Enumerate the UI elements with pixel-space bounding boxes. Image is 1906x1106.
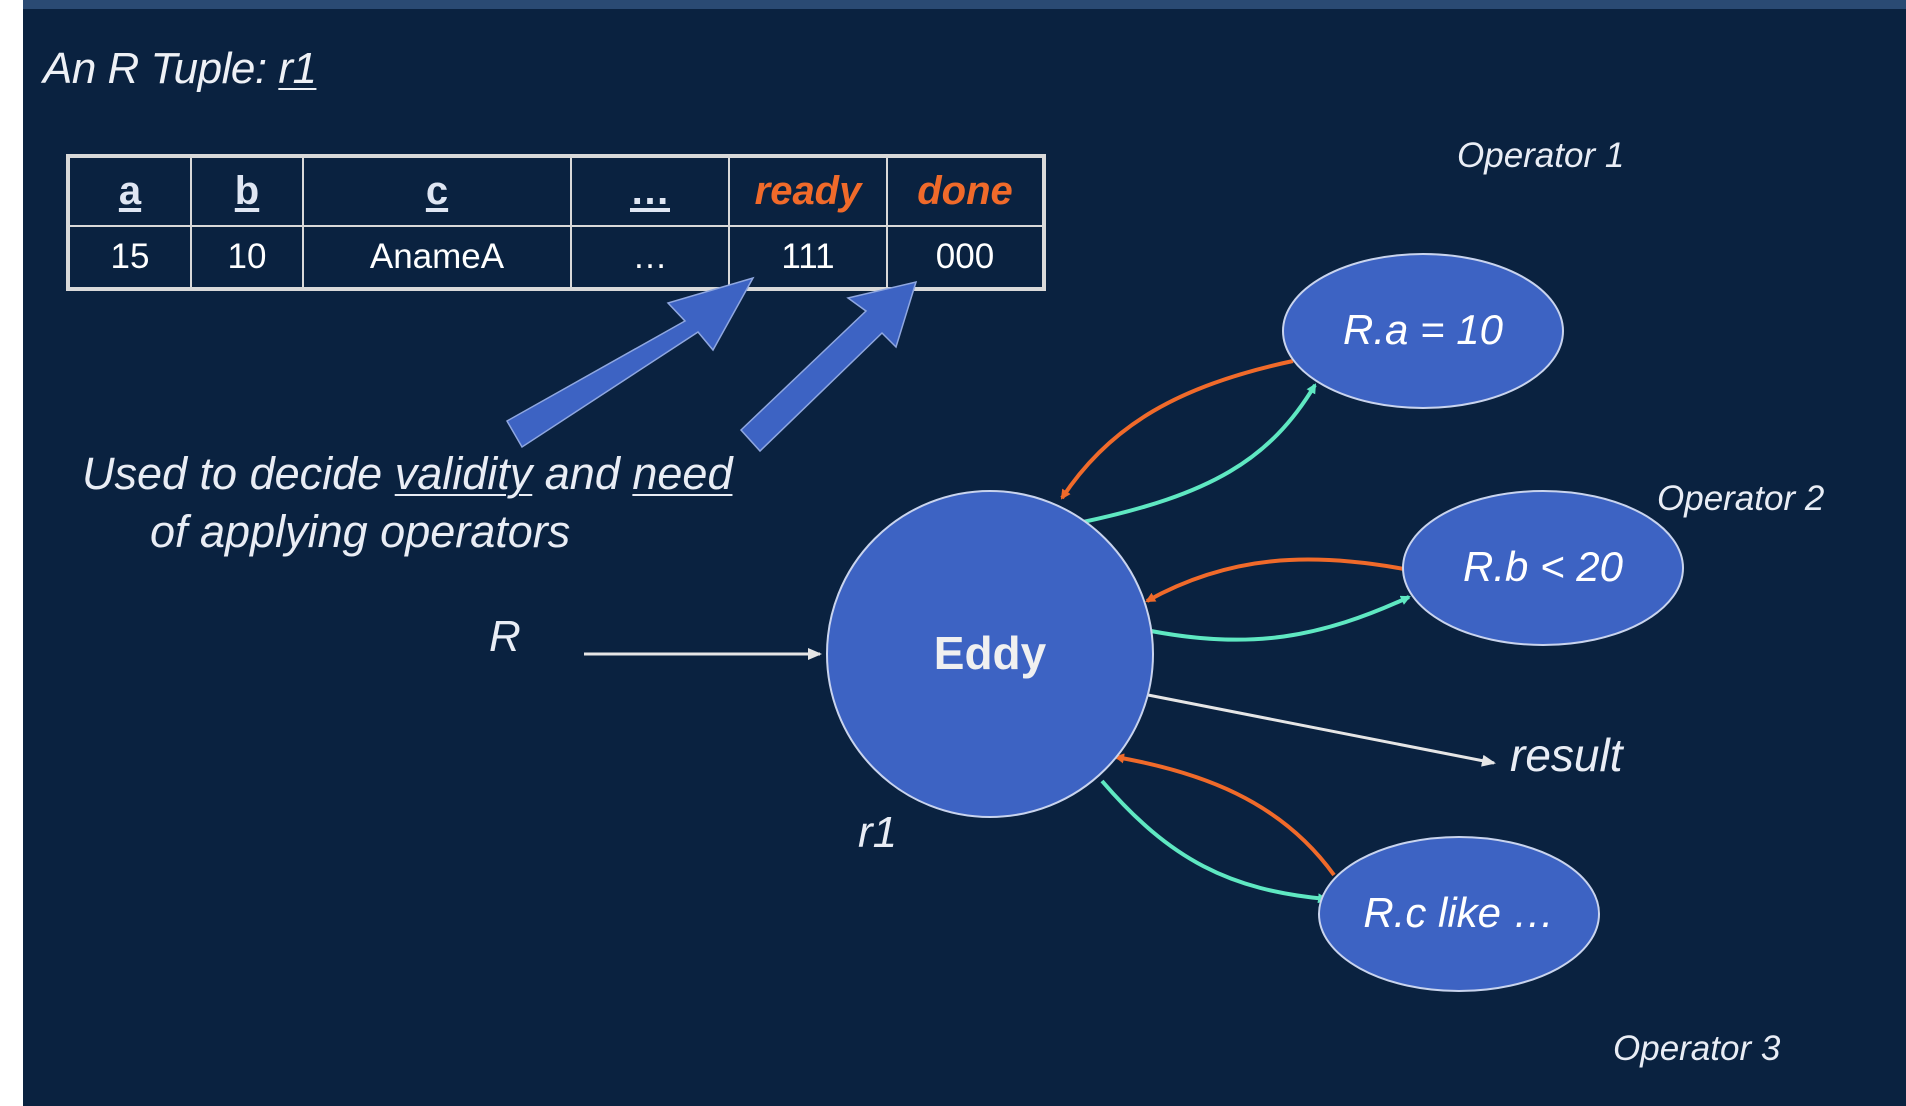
eddy-label: Eddy: [933, 627, 1047, 679]
note-text-1: Used to decide: [82, 448, 395, 499]
send-arrow-op2: [1150, 595, 1411, 642]
note-line-2: of applying operators: [150, 506, 571, 557]
operator-2-predicate: R.b < 20: [1463, 543, 1623, 590]
tuple-label: r1: [858, 808, 898, 857]
operator-1-node: [1282, 253, 1564, 409]
pointer-arrow-ready: [505, 276, 755, 449]
tuple-value-row: 15 10 AnameA … 111 000: [67, 225, 1045, 290]
send-arrow-op3: [1100, 779, 1328, 904]
operator-2-title: Operator 2: [1657, 479, 1825, 518]
value-ellipsis: …: [570, 225, 730, 290]
header-ellipsis: …: [570, 155, 730, 227]
return-arrow-op3: [1114, 753, 1336, 877]
return-arrow-op1: [1060, 359, 1294, 500]
send-arrow-op1: [1082, 383, 1317, 524]
tuple-header-row: a b c … ready done: [67, 155, 1045, 227]
note-text-2: and: [532, 448, 633, 499]
return-arrow-op2: [1145, 557, 1405, 603]
value-c: AnameA: [302, 225, 572, 290]
header-b: b: [190, 155, 304, 227]
pointer-arrow-done: [739, 280, 918, 453]
operator-3-predicate: R.c like …: [1363, 889, 1555, 936]
eddy-node: [826, 490, 1154, 818]
value-done: 000: [886, 225, 1045, 290]
value-b: 10: [190, 225, 304, 290]
result-arrow: [1147, 693, 1496, 767]
operator-1-title: Operator 1: [1457, 136, 1625, 175]
tuple-table: a b c … ready done 15 10 AnameA … 111 00…: [66, 154, 1046, 291]
header-done: done: [886, 155, 1045, 227]
value-ready: 111: [728, 225, 888, 290]
result-label: result: [1510, 729, 1623, 781]
top-bar: [23, 0, 1906, 9]
input-relation-label: R: [489, 612, 521, 661]
annotation-note: Used to decide validity and need of appl…: [82, 445, 732, 561]
operator-1-predicate: R.a = 10: [1343, 306, 1503, 353]
header-ready: ready: [728, 155, 888, 227]
operator-2-node: [1402, 490, 1684, 646]
operator-3-node: [1318, 836, 1600, 992]
header-a: a: [67, 155, 192, 227]
note-need: need: [632, 448, 733, 499]
title-prefix: An R Tuple:: [43, 44, 267, 93]
title-tuple-name: r1: [278, 44, 317, 93]
slide-title: An R Tuple: r1: [43, 44, 317, 94]
header-c: c: [302, 155, 572, 227]
value-a: 15: [67, 225, 192, 290]
note-validity: validity: [394, 448, 533, 499]
operator-3-title: Operator 3: [1613, 1029, 1781, 1068]
